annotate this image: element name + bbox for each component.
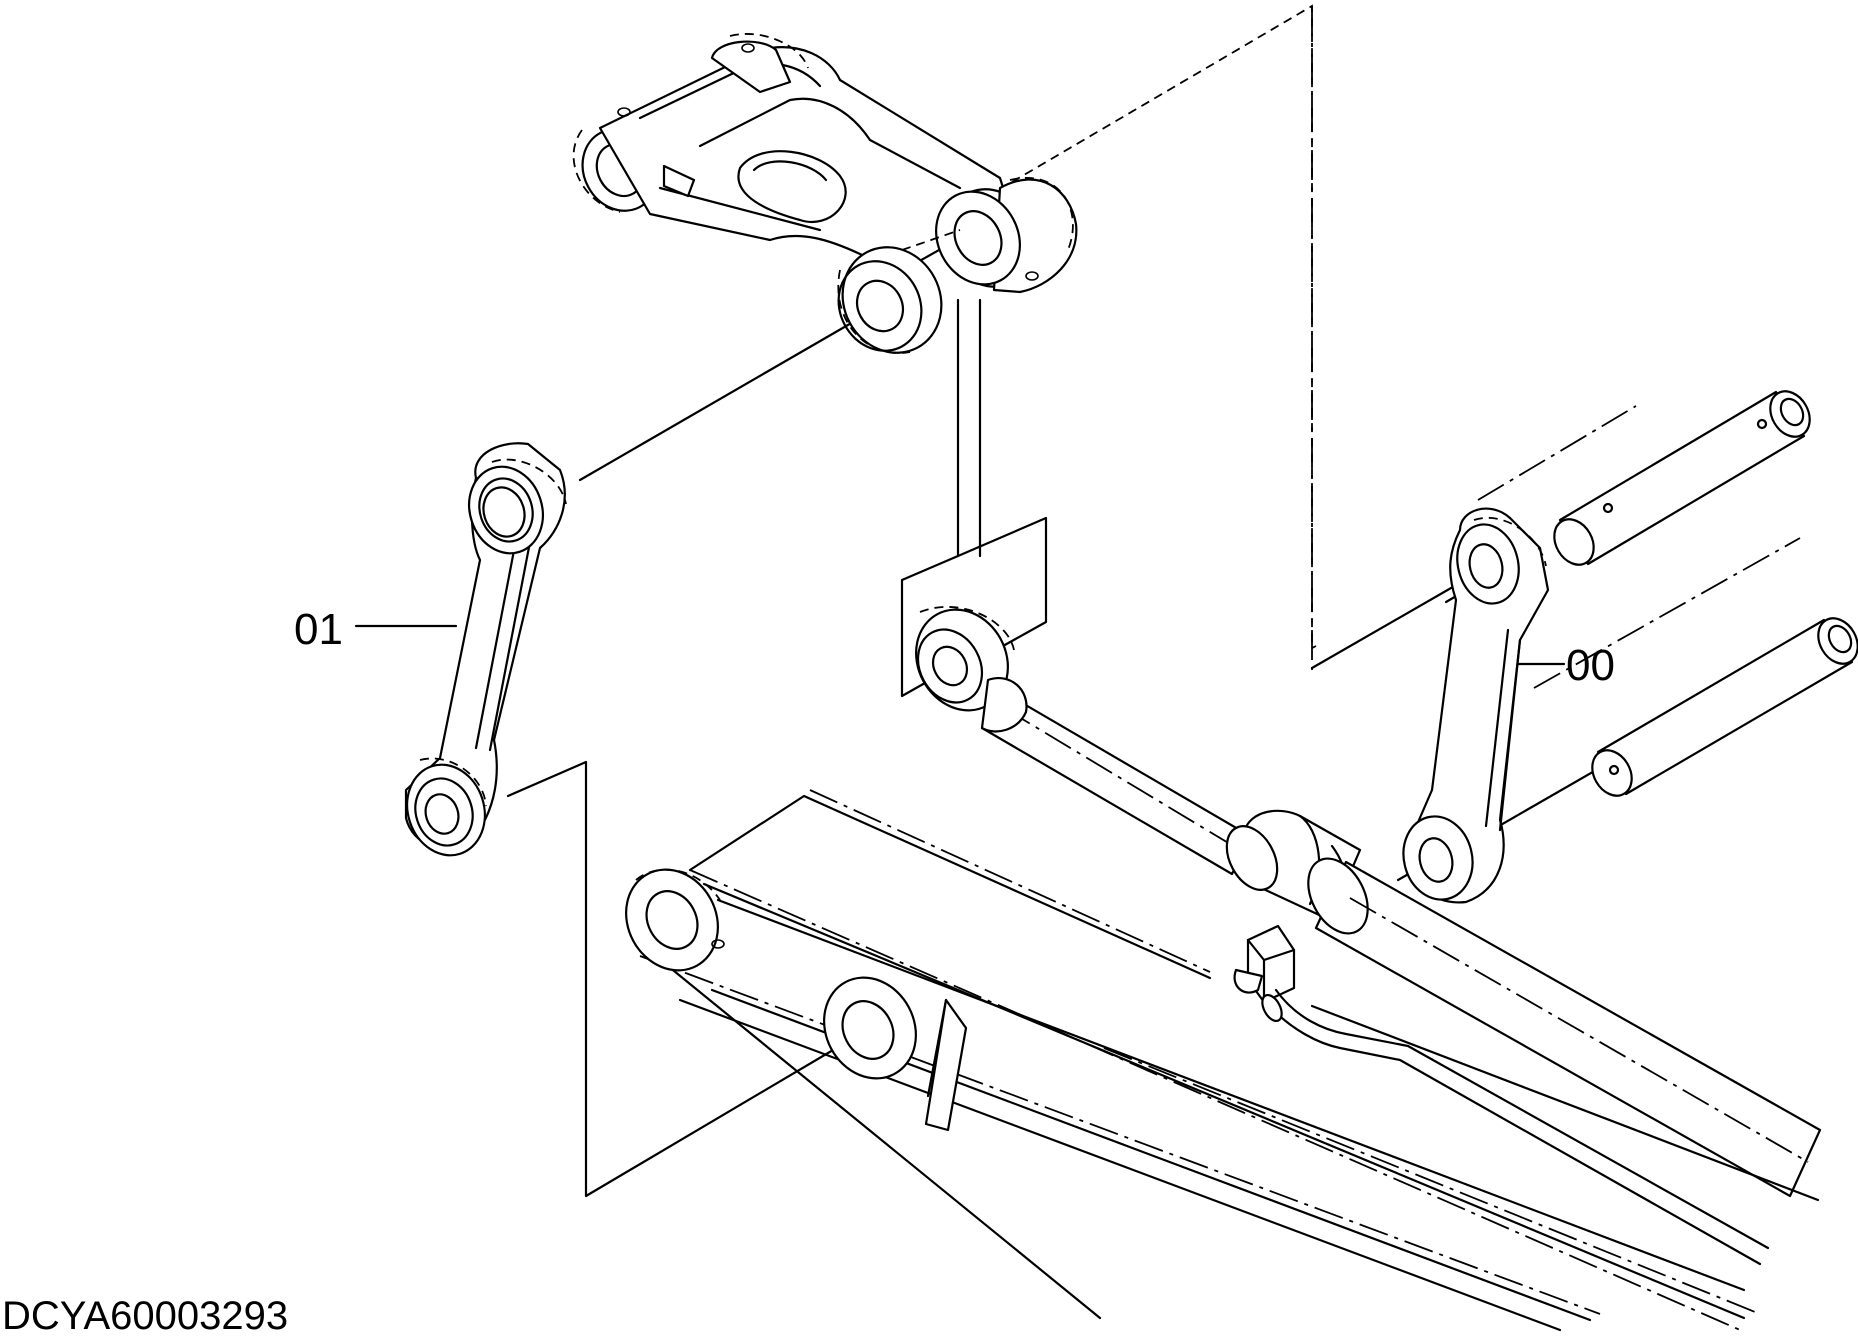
pin-upper [1553,390,1811,566]
arm-structure [625,789,1746,1332]
hydraulic-cylinder [915,606,1822,1266]
part-label-01: 01 [294,605,343,654]
pin-lower [1591,617,1858,797]
link-arm-00 [1402,507,1566,904]
link-arm-01 [354,442,567,857]
long-guide-lines [1103,1004,1820,1315]
drawing-code: DCYA60003293 [2,1294,289,1338]
rocker-link [572,33,1078,354]
part-label-00: 00 [1566,641,1615,690]
